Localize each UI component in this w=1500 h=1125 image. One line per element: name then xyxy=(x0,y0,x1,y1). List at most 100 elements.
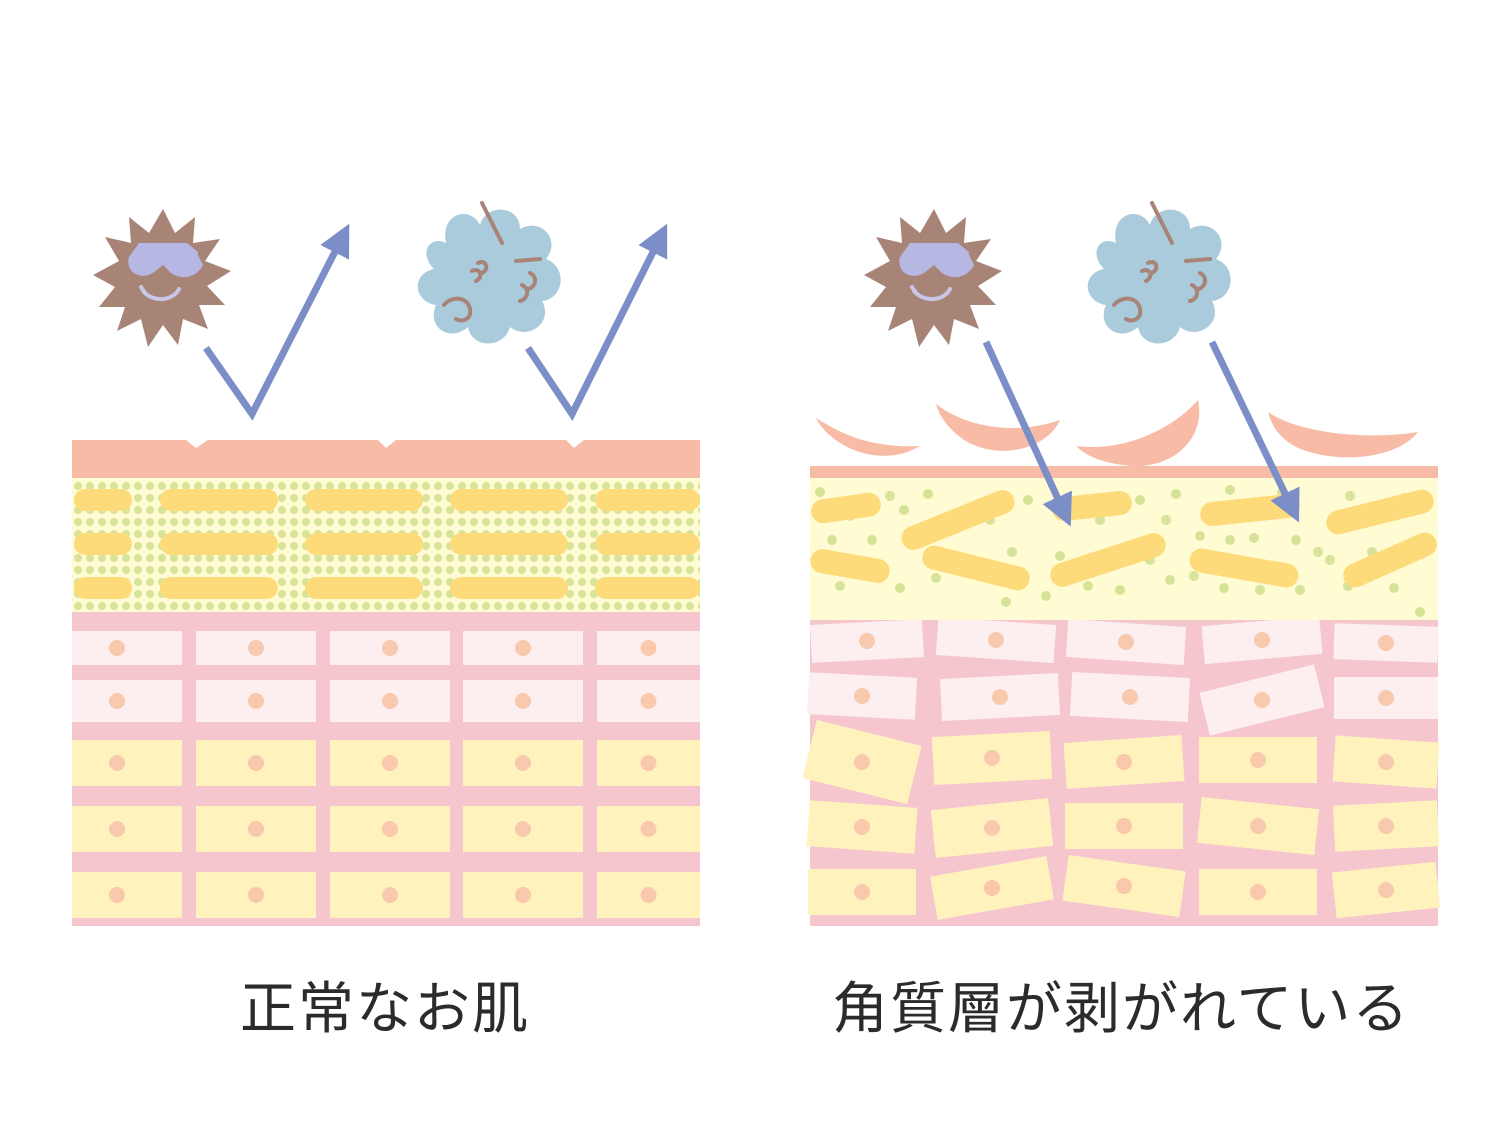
granule-dot xyxy=(1095,515,1105,525)
granule-dot xyxy=(1415,607,1425,617)
cell-nucleus xyxy=(1116,754,1132,770)
cell-nucleus xyxy=(515,821,531,837)
cell-nucleus xyxy=(109,887,125,903)
left-granular-layer xyxy=(72,478,700,612)
granular-cell xyxy=(1052,491,1132,521)
uv-character-icon xyxy=(91,207,233,349)
granule-dot xyxy=(1135,495,1145,505)
granular-cell xyxy=(74,577,132,599)
left-stratum-corneum xyxy=(72,440,700,478)
granular-cell xyxy=(1343,532,1437,588)
granule-dot xyxy=(1115,585,1125,595)
dust-cloud-icon xyxy=(1085,201,1233,346)
arrow-icon xyxy=(982,340,1072,527)
granule-dot xyxy=(923,489,933,499)
cell-nucleus xyxy=(984,880,1000,896)
granule-dot xyxy=(931,573,941,583)
cell-nucleus xyxy=(109,640,125,656)
right-stratum-corneum-thin xyxy=(810,466,1438,478)
granule-dot xyxy=(1255,585,1265,595)
granular-cell xyxy=(305,533,423,555)
cell-nucleus xyxy=(640,693,657,709)
granule-dot xyxy=(1389,583,1399,593)
granule-dot xyxy=(1161,515,1171,525)
cell-nucleus xyxy=(1378,882,1394,898)
cell-nucleus xyxy=(984,820,1000,836)
granule-dot xyxy=(835,581,845,591)
granular-cell xyxy=(74,533,132,555)
granule-dot xyxy=(867,535,877,545)
granular-cell xyxy=(1326,489,1434,535)
cell-nucleus xyxy=(515,755,531,771)
granular-cell xyxy=(922,545,1030,591)
cell-nucleus xyxy=(1250,818,1266,834)
caption-peeled-skin: 角質層が剥がれている xyxy=(832,977,1411,1042)
granular-cell xyxy=(1050,533,1166,587)
granule-dot xyxy=(1225,535,1235,545)
granule-dot xyxy=(1041,591,1051,601)
cell-nucleus xyxy=(109,755,125,771)
skin-cell xyxy=(72,631,182,665)
left-cell-layers xyxy=(72,612,700,926)
granule-dot xyxy=(1325,555,1335,565)
granular-cell xyxy=(1189,548,1299,588)
cell-nucleus xyxy=(988,632,1004,648)
cell-nucleus xyxy=(248,693,264,709)
granule-dot xyxy=(1225,485,1235,495)
granule-dot xyxy=(1001,597,1011,607)
cell-nucleus xyxy=(515,693,531,709)
right-cell-layers xyxy=(802,600,1441,926)
cell-nucleus xyxy=(1116,878,1132,894)
cell-nucleus xyxy=(248,821,264,837)
cell-nucleus xyxy=(248,640,264,656)
arrow-icon xyxy=(203,223,350,421)
granule-dot xyxy=(1055,551,1065,561)
arrow-icon xyxy=(525,223,668,421)
granule-dot xyxy=(815,487,825,497)
cell-nucleus xyxy=(1250,884,1266,900)
granule-dot xyxy=(1345,491,1355,501)
granule-dot xyxy=(1219,583,1229,593)
arrow-icon xyxy=(1208,340,1300,523)
cell-nucleus xyxy=(854,754,870,770)
cell-nucleus xyxy=(1254,692,1270,708)
granular-cell xyxy=(811,492,881,524)
cell-nucleus xyxy=(515,640,531,656)
cell-nucleus xyxy=(248,755,264,771)
cell-nucleus xyxy=(1116,818,1132,834)
cell-nucleus xyxy=(640,640,657,656)
granule-dot xyxy=(827,535,837,545)
cell-nucleus xyxy=(382,887,398,903)
skin-cell xyxy=(72,806,182,852)
damaged-skin-panel xyxy=(802,201,1441,926)
granule-dot xyxy=(1083,581,1093,591)
cell-nucleus xyxy=(109,821,125,837)
caption-normal-skin: 正常なお肌 xyxy=(240,977,530,1042)
cell-nucleus xyxy=(382,693,398,709)
cell-nucleus xyxy=(854,688,870,704)
cell-nucleus xyxy=(1122,689,1138,705)
cell-nucleus xyxy=(854,884,870,900)
granular-cell xyxy=(450,533,568,555)
granular-cell xyxy=(160,489,278,511)
cell-nucleus xyxy=(1378,635,1394,651)
cell-nucleus xyxy=(248,887,264,903)
cell-nucleus xyxy=(109,693,125,709)
cell-nucleus xyxy=(382,755,398,771)
granule-dot xyxy=(1249,533,1259,543)
granule-dot xyxy=(1023,495,1033,505)
normal-skin-panel xyxy=(72,201,700,926)
granule-dot xyxy=(1291,535,1301,545)
dust-cloud-icon xyxy=(415,201,563,346)
granule-dot xyxy=(1171,489,1181,499)
granular-cell xyxy=(595,533,700,555)
granule-dot xyxy=(1195,531,1205,541)
skin-cell xyxy=(72,872,182,918)
granule-dot xyxy=(885,491,895,501)
granular-cell xyxy=(305,489,423,511)
cell-nucleus xyxy=(640,887,657,903)
cell-nucleus xyxy=(1118,634,1134,650)
cell-nucleus xyxy=(1250,752,1266,768)
cell-nucleus xyxy=(984,750,1000,766)
